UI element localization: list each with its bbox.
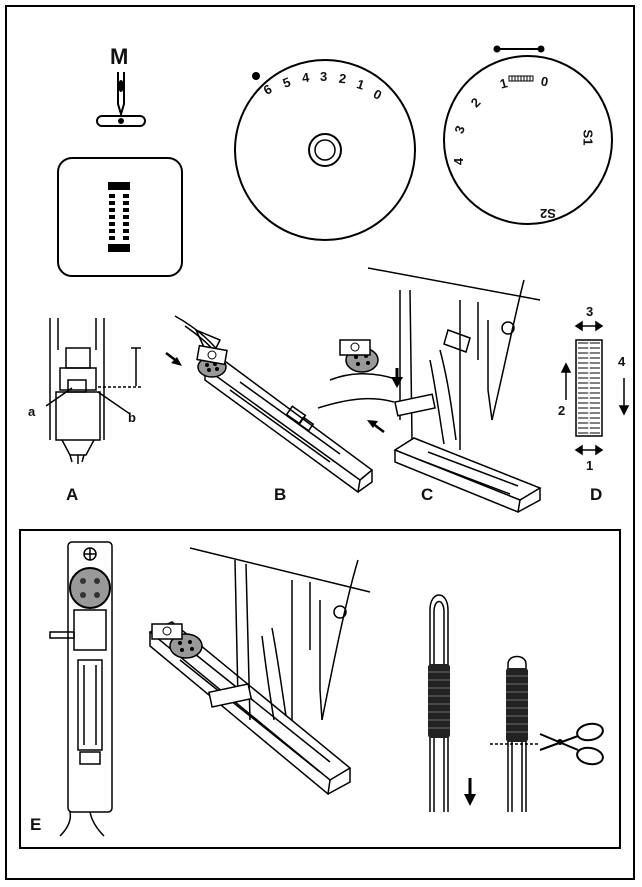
arrow-icon (165, 352, 182, 366)
button-icon (151, 623, 203, 659)
figure-e-machine (148, 547, 371, 796)
button-icon (196, 344, 228, 378)
dial-number: 4 (451, 157, 467, 166)
stitch-width-dial (443, 45, 613, 225)
sequence-label-4: 4 (618, 354, 626, 369)
step-label-c: C (421, 485, 434, 504)
sequence-label-1: 1 (586, 458, 594, 473)
arrow-icon (464, 778, 476, 806)
needle-icon (96, 72, 146, 127)
scissors-icon (539, 722, 604, 766)
figure-e-panel (19, 529, 621, 849)
arrow-icon (367, 368, 403, 433)
figure-c-machine (317, 267, 542, 514)
dial-number: S1 (580, 129, 596, 146)
step-label-a: A (66, 485, 79, 504)
dial-number: 3 (320, 69, 328, 84)
step-label-d: D (590, 485, 603, 504)
foot-label-a: a (28, 404, 36, 419)
stitch-length-dial (234, 59, 416, 241)
figure-e-foot-top-view (49, 541, 113, 837)
figure-e-bar-tack-cut (506, 668, 528, 742)
step-label-b: B (274, 485, 287, 504)
stitch-pattern-icon (57, 157, 183, 277)
figure-e-bar-tack (428, 664, 450, 738)
figure-d-buttonhole-sequence (560, 320, 630, 456)
button-icon (69, 567, 111, 609)
foot-label-b: b (128, 410, 136, 425)
sequence-label-2: 2 (558, 403, 566, 418)
dial-number: S2 (540, 206, 556, 221)
figure-a-foot-detail (45, 318, 142, 464)
page-frame (5, 5, 635, 880)
step-label-e: E (30, 815, 42, 834)
needle-label: M (110, 44, 129, 69)
figure-e-thread-loop (429, 594, 449, 812)
button-icon (339, 339, 379, 373)
sequence-label-3: 3 (586, 304, 594, 319)
